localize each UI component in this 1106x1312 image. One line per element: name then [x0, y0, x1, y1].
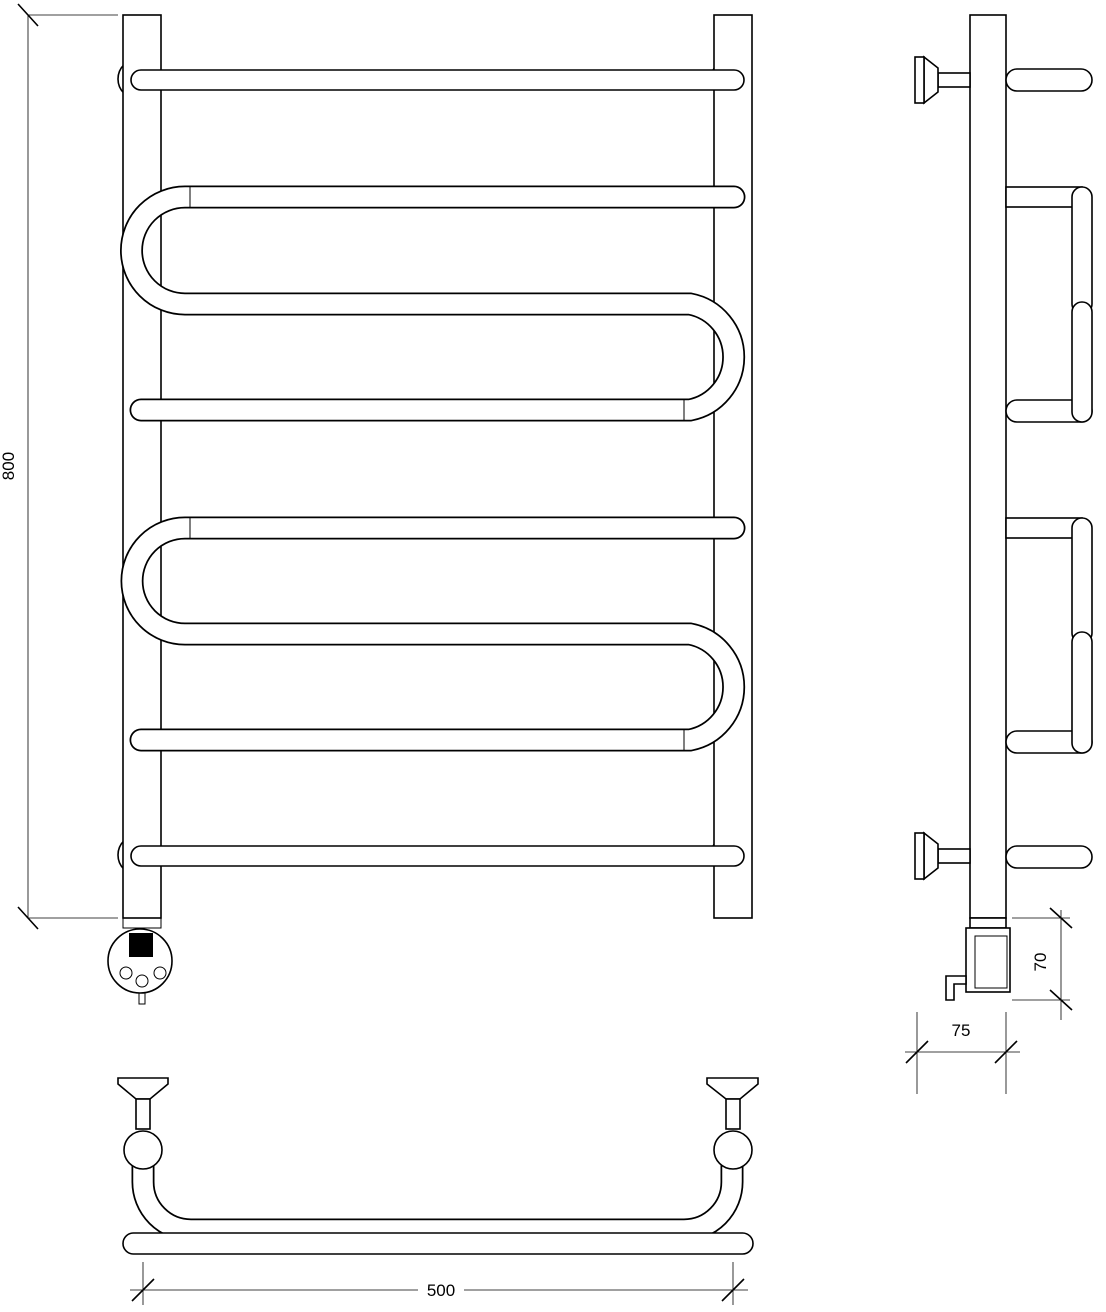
- top-view: 500: [117, 1077, 759, 1305]
- display-square: [129, 933, 153, 957]
- side-rung-top: [1005, 68, 1093, 92]
- heater-height-label: 70: [1031, 953, 1050, 972]
- width-dimension-label: 500: [427, 1281, 455, 1300]
- heater-depth-dimension: 75: [905, 1012, 1020, 1094]
- left-post: [122, 14, 162, 919]
- control-button-left: [119, 966, 133, 980]
- side-rung-bottom: [1005, 845, 1093, 869]
- serpentine-upper: [120, 185, 746, 422]
- width-dimension: 500: [130, 1262, 748, 1305]
- control-button-right: [153, 966, 167, 980]
- height-dimension-label: 800: [0, 452, 18, 480]
- rung-top: [130, 69, 745, 91]
- top-view-bracket-left: [117, 1077, 169, 1170]
- side-serpentine-upper: [1005, 186, 1093, 423]
- height-dimension: 800: [0, 3, 118, 930]
- heater-depth-label: 75: [952, 1021, 971, 1040]
- thermostat-control-unit: [107, 917, 173, 1005]
- u-bend-tube: [133, 1150, 742, 1240]
- heating-element: [945, 917, 1011, 1001]
- front-view: 800: [0, 3, 753, 1005]
- side-view: 70 75: [905, 14, 1093, 1094]
- top-view-rung: [122, 1232, 754, 1255]
- control-button-middle: [135, 974, 149, 988]
- side-post: [969, 14, 1007, 919]
- heater-height-dimension: 70: [1012, 907, 1073, 1020]
- serpentine-lower: [120, 516, 746, 752]
- top-view-bracket-right: [706, 1077, 759, 1170]
- wall-mount-bosses: [117, 58, 752, 876]
- rung-bottom: [130, 845, 745, 867]
- wall-bracket-bottom: [914, 831, 971, 881]
- wall-bracket-top: [914, 55, 971, 105]
- right-post: [713, 14, 753, 919]
- side-serpentine-lower: [1005, 517, 1093, 754]
